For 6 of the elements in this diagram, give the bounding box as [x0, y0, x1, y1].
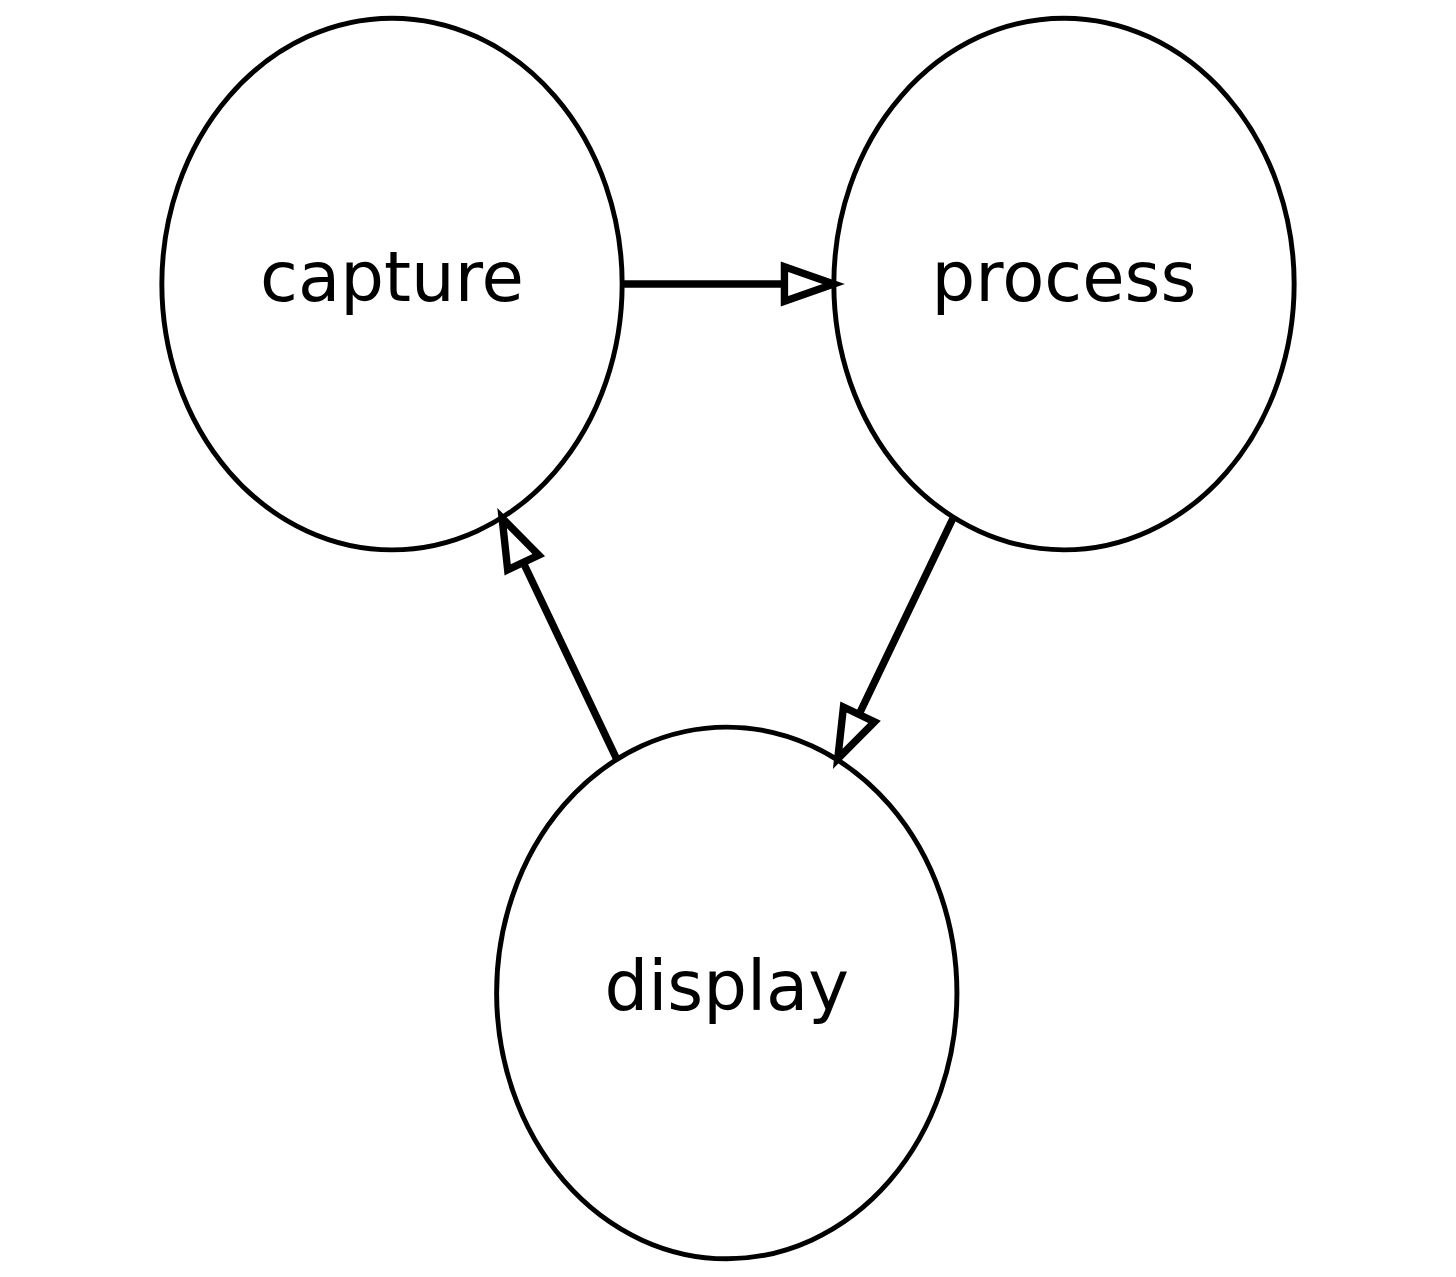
- arrow: [497, 507, 620, 761]
- node-ellipse: capture: [159, 15, 625, 553]
- arrow: [832, 516, 957, 769]
- node-ellipse: process: [831, 15, 1297, 553]
- node-ellipse: display: [494, 724, 960, 1262]
- arrow: [622, 261, 845, 307]
